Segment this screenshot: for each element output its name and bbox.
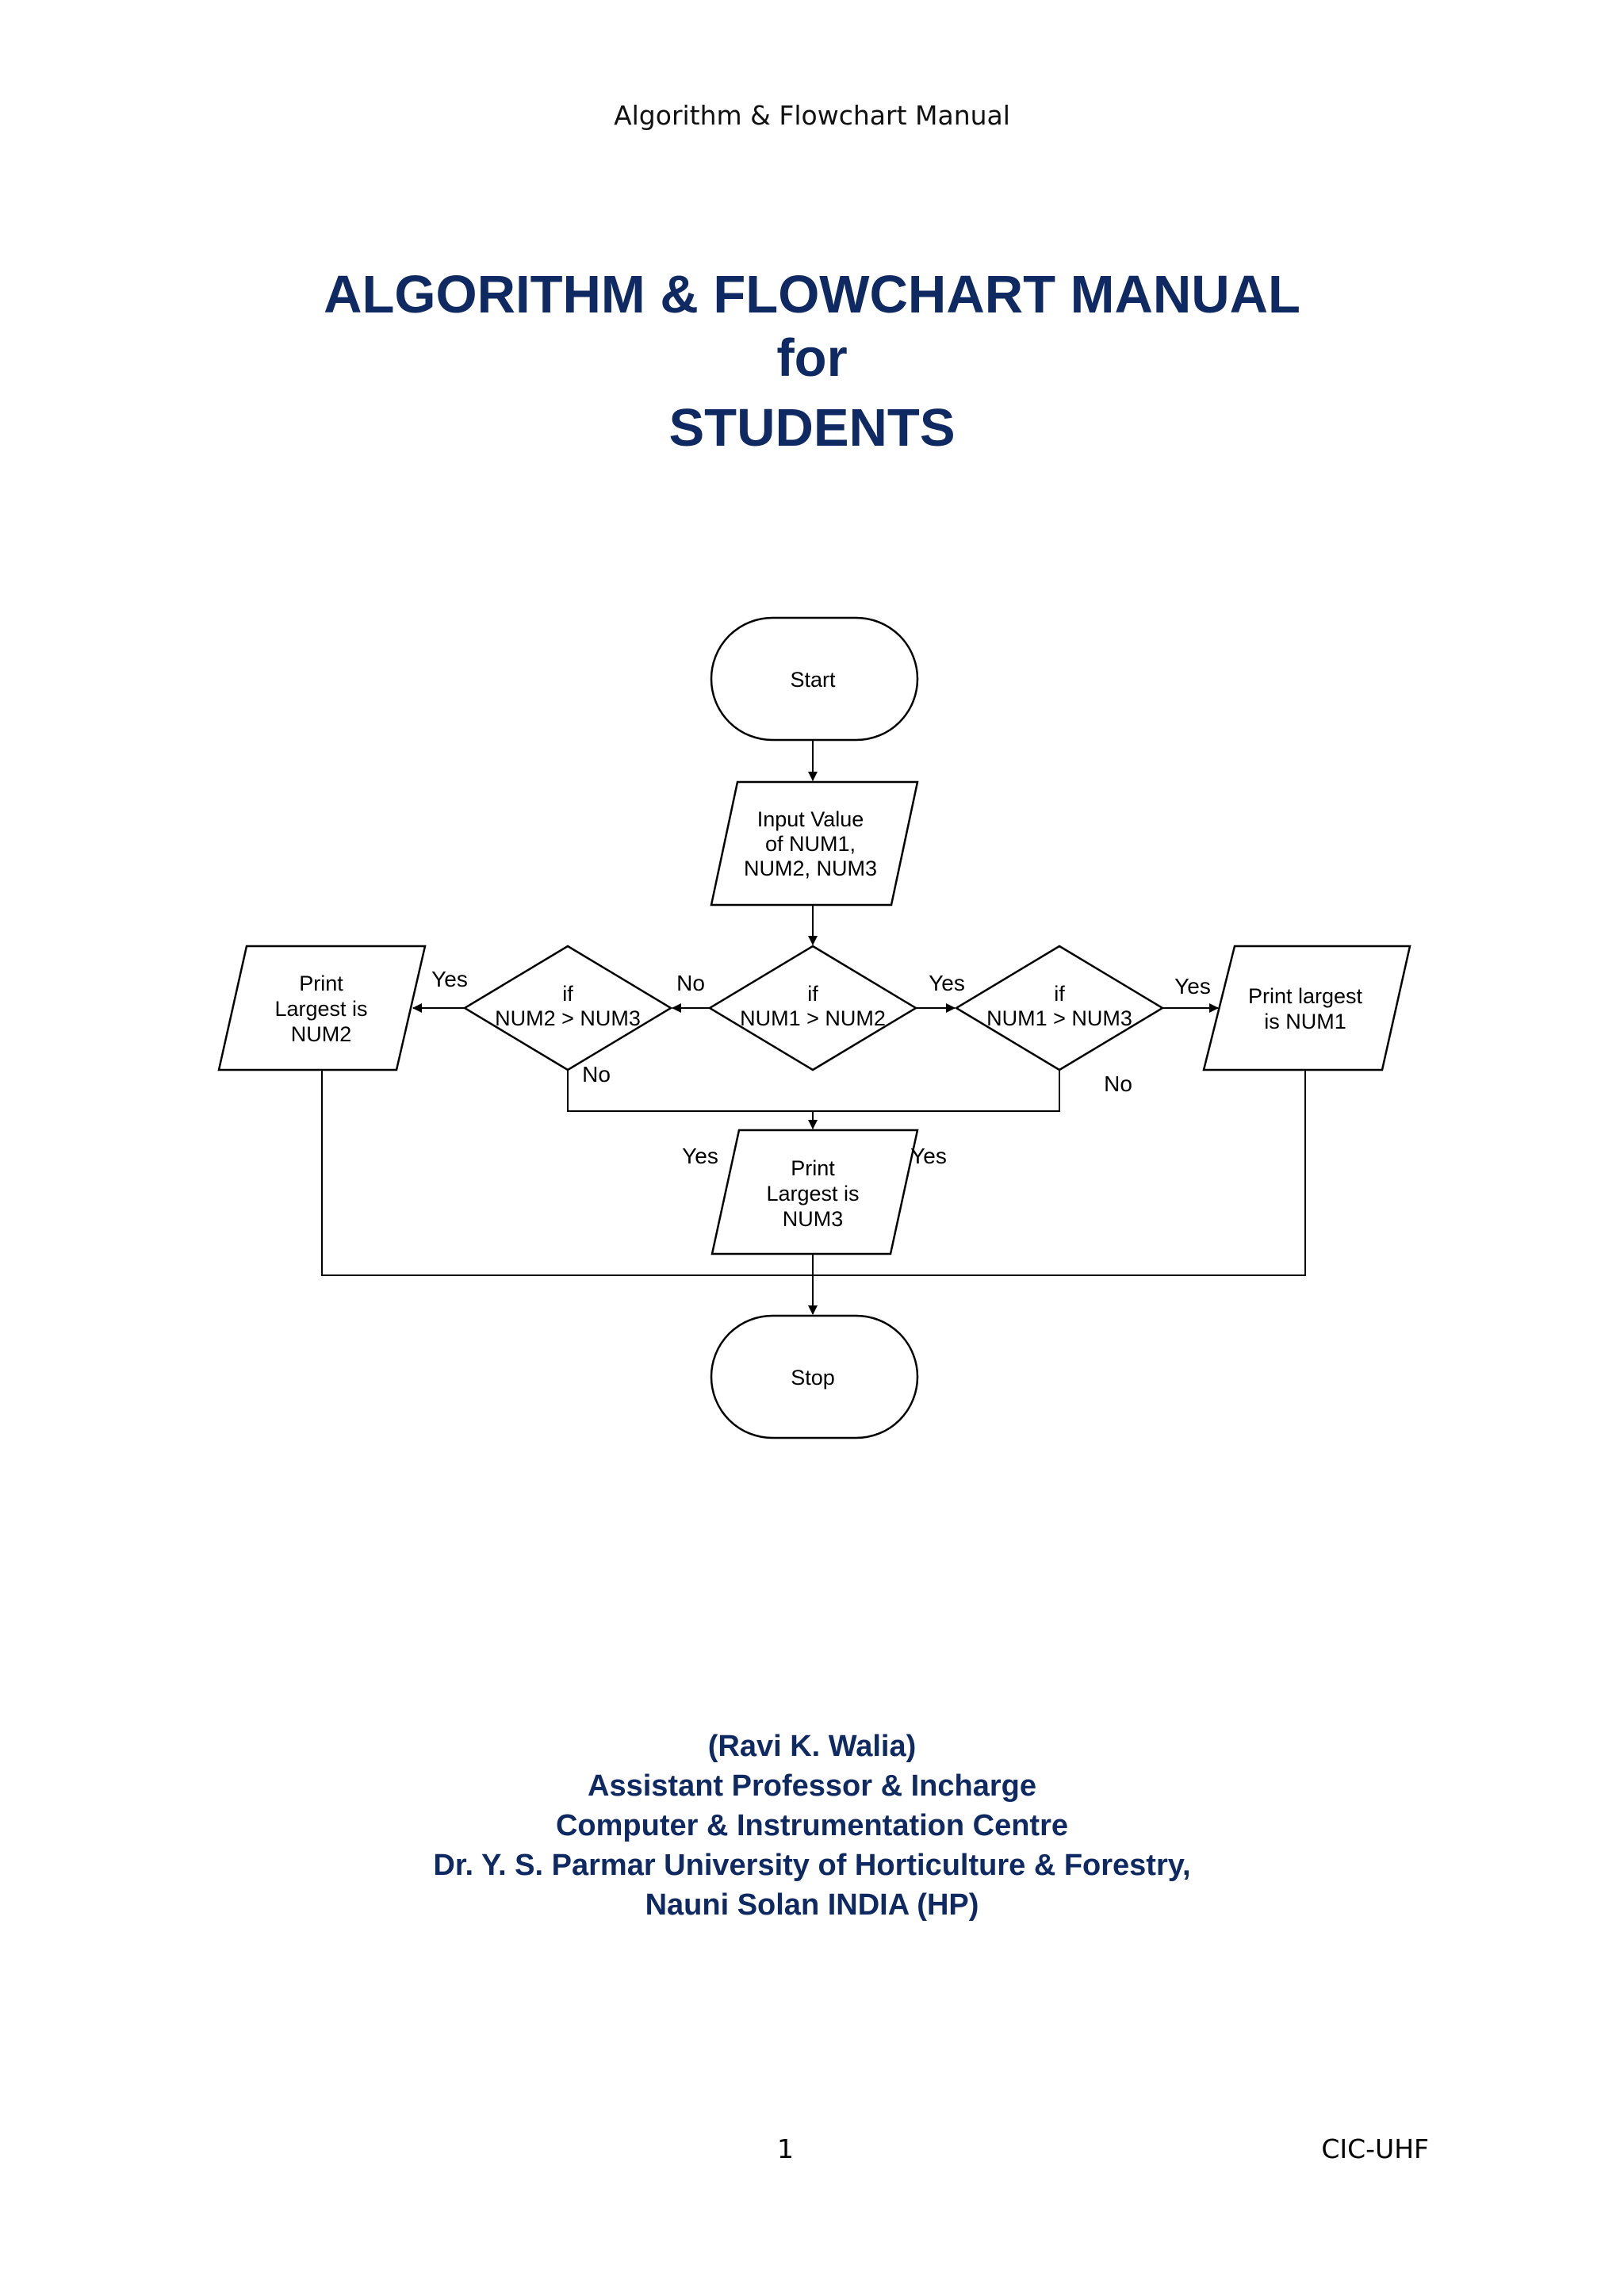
print-left-label-3: NUM2 — [291, 1022, 352, 1046]
print-left-label-1: Print — [299, 972, 343, 995]
decision-right-label-1: if — [1054, 982, 1065, 1006]
decision-center-label-1: if — [807, 982, 818, 1006]
decision-center-diamond — [707, 945, 918, 1071]
no-label-center-left: No — [676, 971, 705, 995]
print-right-label-2: is NUM1 — [1264, 1010, 1346, 1033]
decision-center-label-2: NUM1 > NUM2 — [740, 1006, 886, 1030]
footer-right-label: CIC-UHF — [1321, 2133, 1429, 2164]
author-university: Dr. Y. S. Parmar University of Horticult… — [433, 1849, 1191, 1882]
print-right-label-1: Print largest — [1248, 984, 1363, 1008]
print-right-parallelogram — [1202, 945, 1411, 1071]
input-label-1: Input Value — [757, 807, 864, 831]
input-label-3: NUM2, NUM3 — [744, 857, 877, 880]
title-line-2: for — [776, 328, 848, 388]
print-bottom-label-3: NUM3 — [783, 1207, 844, 1231]
connector-print-right-down — [813, 1070, 1306, 1276]
yes-label-center-right: Yes — [929, 971, 965, 995]
input-label-2: of NUM1, — [765, 832, 856, 856]
yes-label-far-right: Yes — [1174, 974, 1211, 999]
author-department: Computer & Instrumentation Centre — [555, 1809, 1069, 1842]
print-bottom-label-2: Largest is — [766, 1182, 859, 1205]
decision-right-label-2: NUM1 > NUM3 — [986, 1006, 1132, 1030]
yes-label-far-left: Yes — [431, 967, 468, 991]
running-header: Algorithm & Flowchart Manual — [614, 100, 1010, 131]
author-position: Assistant Professor & Incharge — [588, 1769, 1036, 1803]
decision-left-label-2: NUM2 > NUM3 — [495, 1006, 641, 1030]
stop-label: Stop — [791, 1366, 835, 1389]
input-parallelogram — [710, 780, 919, 907]
start-label: Start — [790, 668, 836, 692]
author-name: (Ravi K. Walia) — [707, 1730, 917, 1763]
no-label-left-down: No — [582, 1062, 611, 1087]
decision-left-label-1: if — [562, 982, 573, 1006]
title-line-3: STUDENTS — [668, 398, 956, 458]
connector-left-no — [567, 1070, 813, 1112]
author-location: Nauni Solan INDIA (HP) — [645, 1888, 979, 1922]
print-bottom-label-1: Print — [791, 1156, 835, 1180]
connector-print-left-down — [321, 1070, 813, 1276]
print-left-parallelogram — [217, 945, 427, 1071]
connector-right-no — [813, 1070, 1060, 1112]
start-terminator — [710, 616, 919, 742]
no-label-right-down: No — [1104, 1071, 1132, 1096]
title-line-1: ALGORITHM & FLOWCHART MANUAL — [324, 265, 1300, 324]
print-left-label-2: Largest is — [274, 997, 367, 1021]
yes-label-bottom-left: Yes — [682, 1144, 718, 1168]
print-bottom-parallelogram — [710, 1129, 919, 1255]
page-number: 1 — [777, 2133, 794, 2164]
stop-terminator — [710, 1314, 919, 1439]
yes-label-bottom-right: Yes — [910, 1144, 947, 1168]
